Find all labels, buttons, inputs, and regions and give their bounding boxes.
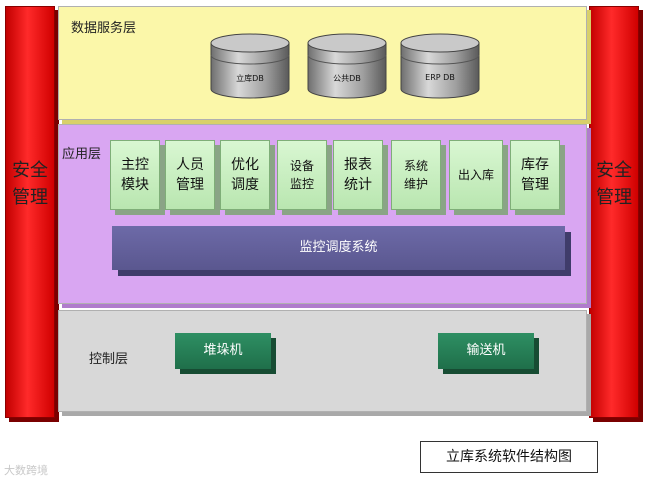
watermark-logo: 大数跨境	[4, 464, 48, 477]
module-system-maintenance: 系统 维护	[391, 140, 441, 210]
database-cylinder: ERP DB	[399, 33, 481, 99]
diagram-caption: 立库系统软件结构图	[420, 441, 598, 473]
left-security-label: 安全 管理	[12, 160, 48, 208]
right-security-bar: 安全 管理	[589, 6, 639, 418]
database-label: 立库DB	[236, 74, 264, 83]
monitoring-dispatch-system: 监控调度系统	[112, 226, 565, 270]
database-cylinder: 公共DB	[306, 33, 388, 99]
stacker-crane-box: 堆垛机	[175, 333, 271, 369]
module-personnel: 人员 管理	[165, 140, 215, 210]
control-layer-title: 控制层	[89, 352, 129, 367]
module-inbound-outbound: 出入库	[449, 140, 503, 210]
data-service-layer: 数据服务层 立库DB 公共DB	[58, 6, 587, 120]
database-cylinder: 立库DB	[209, 33, 291, 99]
module-equipment-monitor: 设备 监控	[277, 140, 327, 210]
app-layer-title: 应用层	[62, 147, 102, 162]
database-icon	[400, 33, 480, 99]
database-label: 公共DB	[333, 74, 361, 83]
module-main-control: 主控 模块	[110, 140, 160, 210]
database-icon	[307, 33, 387, 99]
right-security-label: 安全 管理	[596, 160, 632, 208]
conveyor-box: 输送机	[438, 333, 534, 369]
database-label: ERP DB	[425, 73, 455, 82]
module-inventory: 库存 管理	[510, 140, 560, 210]
data-layer-title: 数据服务层	[71, 21, 137, 36]
module-reports: 报表 统计	[333, 140, 383, 210]
database-icon	[210, 33, 290, 99]
module-optimization: 优化 调度	[220, 140, 270, 210]
left-security-bar: 安全 管理	[5, 6, 55, 418]
